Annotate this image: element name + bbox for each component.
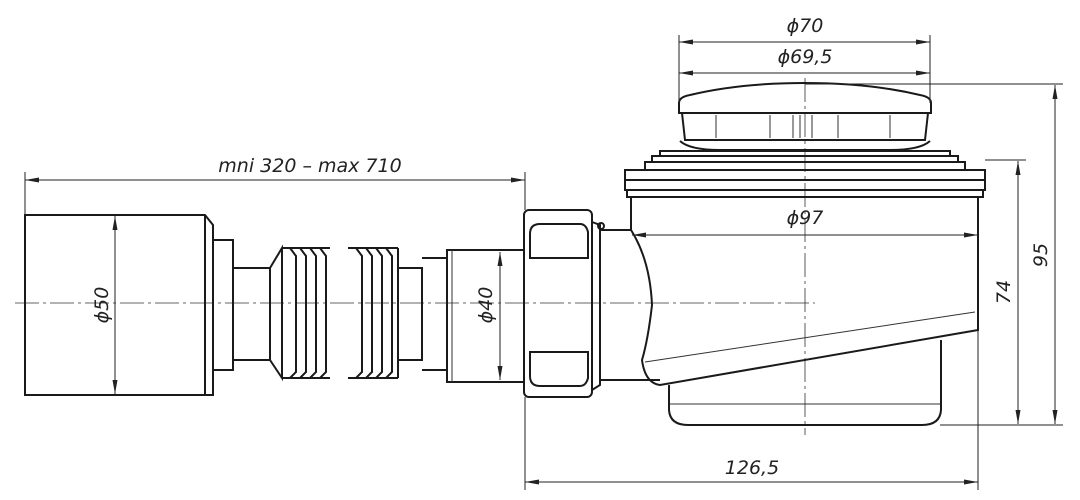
body-diameter-label: ϕ97 xyxy=(787,207,824,229)
dimension-lines xyxy=(24,35,1063,490)
flange-rings xyxy=(624,150,986,198)
total-height-label: 95 xyxy=(1030,243,1052,267)
drain-cap xyxy=(678,81,932,151)
drain-body xyxy=(624,150,986,426)
corrugated-section-right xyxy=(348,247,399,379)
cap-outer-diameter-label: ϕ70 xyxy=(787,15,824,37)
inlet-diameter-label: ϕ40 xyxy=(475,287,497,324)
length-range-label: mni 320 – max 710 xyxy=(218,155,401,177)
body-height-label: 74 xyxy=(993,280,1015,304)
center-lines xyxy=(15,78,815,435)
cap-inner-diameter-label: ϕ69,5 xyxy=(778,46,833,68)
body-width-label: 126,5 xyxy=(725,457,779,479)
outlet-diameter-label: ϕ50 xyxy=(91,287,113,324)
union-nut xyxy=(523,209,660,398)
flexible-hose xyxy=(24,214,525,396)
corrugated-section-left xyxy=(269,244,330,382)
